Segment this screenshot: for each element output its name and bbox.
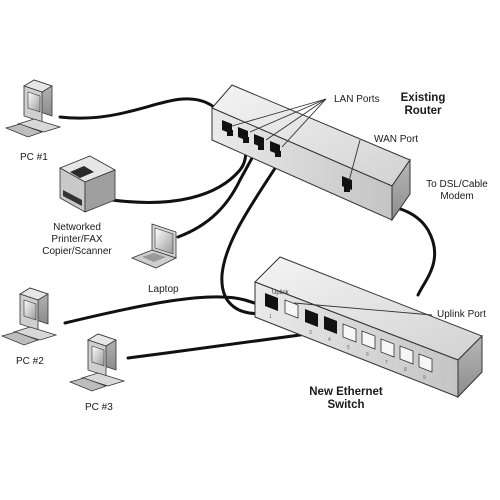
svg-text:5: 5	[347, 345, 350, 351]
to-dsl-label-line2: Modem	[440, 191, 474, 202]
cable-router-to-switch	[220, 160, 281, 315]
callout-uplink	[293, 302, 433, 316]
svg-text:4: 4	[328, 337, 331, 343]
uplink-port-label: Uplink Port	[437, 309, 486, 320]
switch-uplink-text: Uplink	[272, 290, 289, 296]
printer-label-line3: Copier/Scanner	[42, 246, 112, 257]
switch-uplink-port	[284, 299, 299, 319]
existing-router	[211, 84, 411, 222]
existing-router-label-line2: Router	[404, 105, 442, 117]
new-switch-label-line2: Switch	[327, 399, 365, 411]
cable-printer	[110, 136, 248, 204]
svg-text:1: 1	[269, 314, 272, 320]
existing-router-label-line1: Existing	[400, 92, 446, 104]
callout-lan-2	[249, 98, 327, 133]
pc3-icon	[68, 333, 126, 392]
svg-text:8: 8	[404, 367, 407, 373]
svg-text:3: 3	[309, 330, 312, 336]
new-switch-label: New Ethernet Switch	[300, 386, 392, 412]
new-switch-label-line1: New Ethernet	[309, 386, 383, 398]
pc2-label: PC #2	[16, 356, 44, 367]
pc1-label: PC #1	[20, 152, 48, 163]
svg-text:9: 9	[423, 375, 426, 381]
svg-text:6: 6	[366, 352, 369, 358]
callout-wan	[348, 139, 361, 182]
pc2-icon	[0, 287, 58, 346]
printer-label: Networked Printer/FAX Copier/Scanner	[30, 222, 124, 258]
laptop-label: Laptop	[148, 284, 179, 295]
printer-label-line2: Printer/FAX	[51, 234, 103, 245]
callout-lan-1	[231, 98, 327, 127]
pc1-icon	[4, 79, 62, 138]
printer-label-line1: Networked	[53, 222, 101, 233]
svg-text:7: 7	[385, 360, 388, 366]
existing-router-label: Existing Router	[392, 92, 454, 118]
cable-pc1	[58, 97, 232, 134]
new-ethernet-switch: 1 3 4 5 6 7 8 9	[254, 256, 483, 399]
pc3-label: PC #3	[85, 402, 113, 413]
callout-lan-3	[265, 98, 327, 141]
printer-icon	[59, 155, 116, 213]
to-dsl-label-line1: To DSL/Cable	[426, 179, 488, 190]
to-dsl-modem-label: To DSL/Cable Modem	[420, 179, 494, 203]
cable-laptop	[176, 143, 262, 239]
wan-port-label: WAN Port	[374, 134, 419, 145]
lan-ports-label: LAN Ports	[334, 94, 380, 105]
laptop-icon	[130, 223, 178, 269]
callout-lan-4	[281, 98, 327, 148]
